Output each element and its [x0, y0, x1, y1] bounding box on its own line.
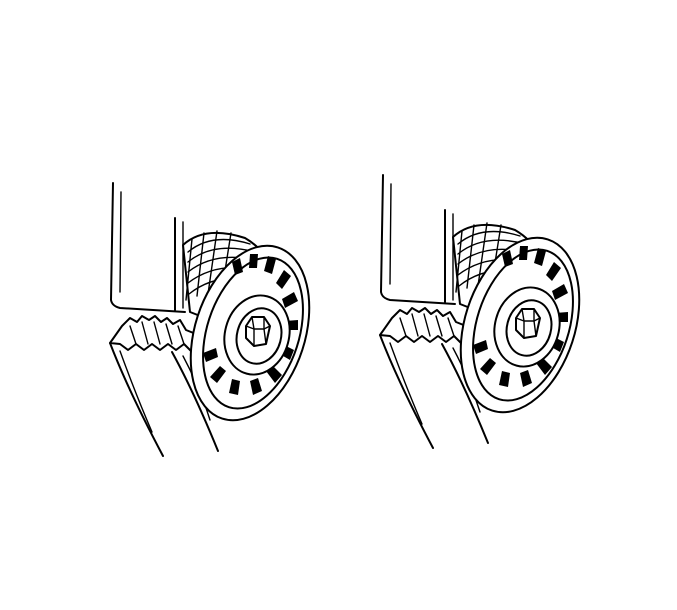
pulley-drawing-right [379, 174, 602, 449]
pulley-drawing-left [109, 182, 332, 457]
